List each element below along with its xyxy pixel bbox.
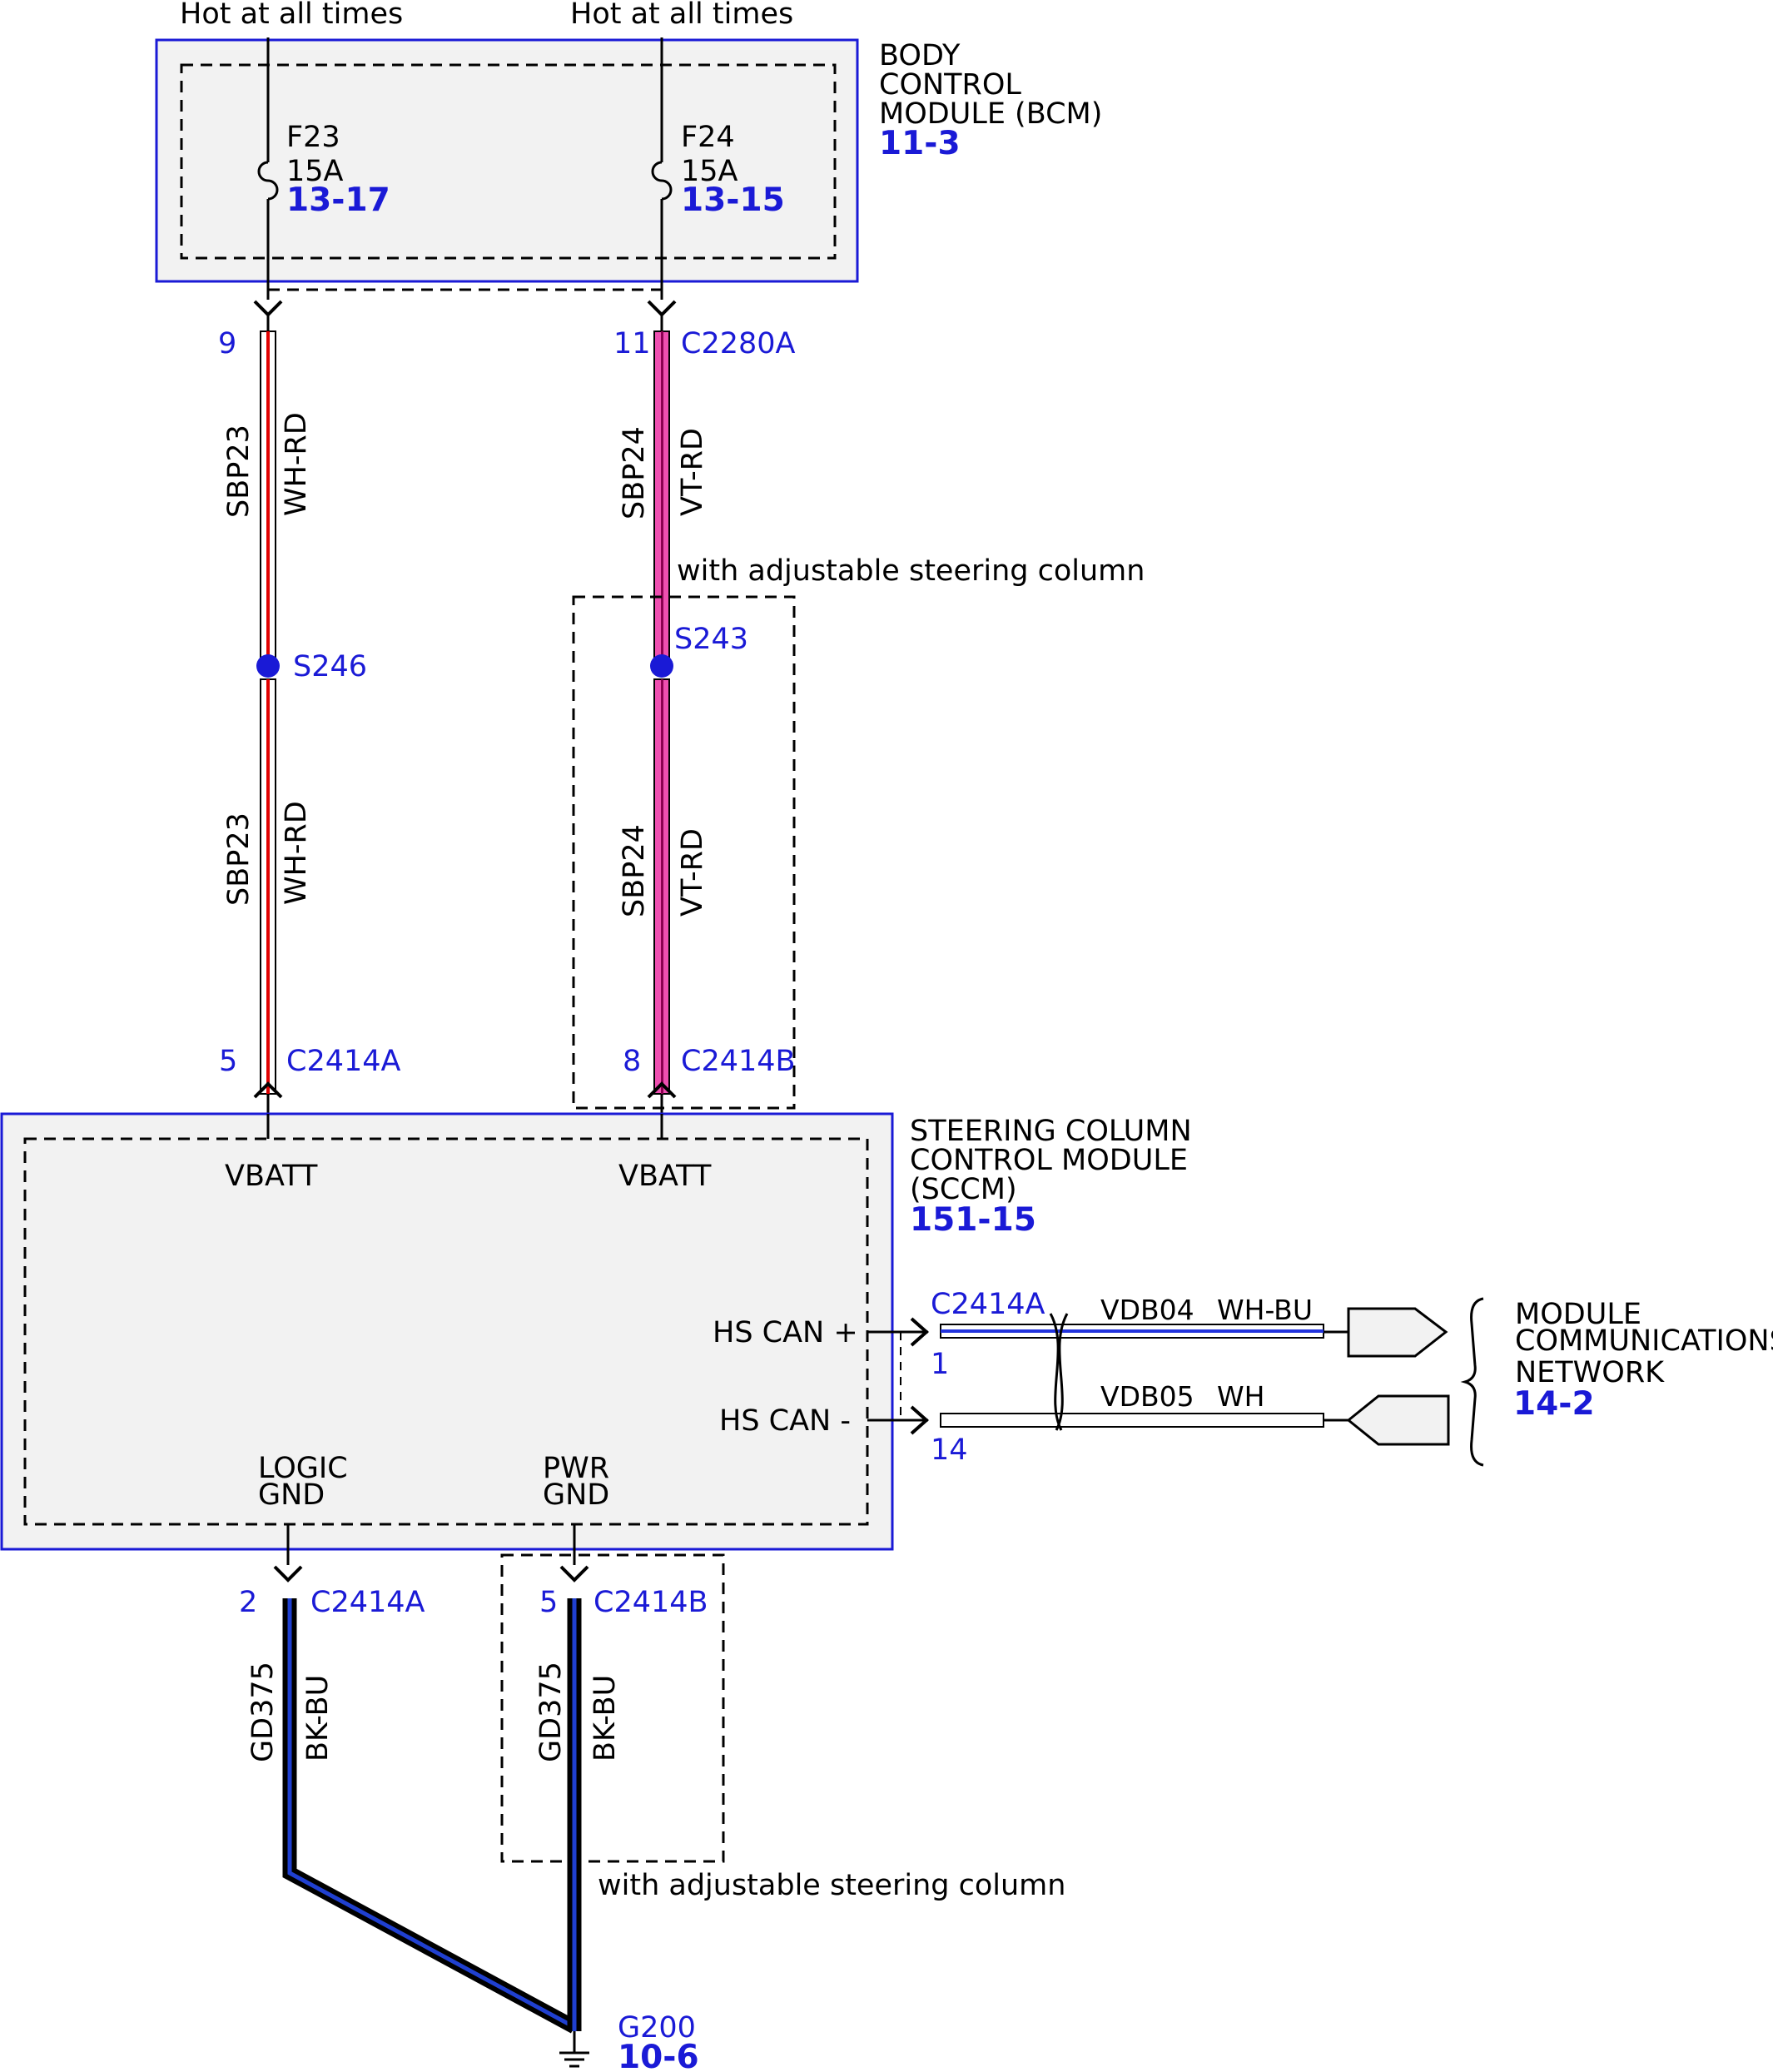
sccm-pwr-gnd-line2: GND [543, 1478, 609, 1512]
c2280a-name: C2280A [681, 327, 796, 360]
network-name-line2: COMMUNICATIONS [1515, 1324, 1773, 1358]
sccm-logic-gnd-line2: GND [258, 1478, 325, 1512]
can-plus-chevron [910, 1317, 930, 1347]
vdb04-color: WH-BU [1217, 1294, 1313, 1326]
fuse-f23-ref[interactable]: 13-17 [286, 181, 390, 219]
bcm-name-line2: CONTROL [879, 68, 1021, 102]
ground-name: G200 [618, 2011, 696, 2045]
vdb05-color: WH [1217, 1380, 1264, 1413]
c2414a-pin5-chevron [253, 1081, 283, 1099]
adjustable-note-lower: with adjustable steering column [598, 1869, 1065, 1902]
splice-s243-dot [650, 654, 673, 678]
c2414b-pin8-chevron [647, 1081, 677, 1099]
sbp24-upper-color: VT-RD [676, 428, 709, 516]
sccm-hs-can-plus: HS CAN + [713, 1316, 858, 1349]
sbp24-upper-id: SBP24 [618, 426, 651, 519]
sccm-pwr-gnd-line1: PWR [543, 1452, 609, 1485]
gd375-left-color: BK-BU [301, 1675, 335, 1761]
supply-left-label: Hot at all times [180, 0, 403, 31]
sccm-vbatt-left: VBATT [225, 1160, 318, 1193]
sccm-logic-gnd-line1: LOGIC [258, 1452, 348, 1485]
gd375-right-id: GD375 [534, 1662, 568, 1762]
fuse-f23-symbol [257, 161, 279, 201]
sccm-box [0, 1112, 894, 1551]
c2414b-pin5-chevron [559, 1565, 589, 1583]
bcm-name-line3: MODULE (BCM) [879, 97, 1102, 131]
splice-s243-label: S243 [674, 623, 748, 656]
fuse-f24-symbol [651, 161, 673, 201]
network-ref[interactable]: 14-2 [1513, 1385, 1595, 1423]
c2414b-top-name: C2414B [681, 1045, 796, 1078]
network-brace [1460, 1297, 1484, 1467]
bcm-box [155, 38, 859, 283]
c2414a-pin2-chevron [273, 1565, 303, 1583]
c2414b-bottom-name: C2414B [593, 1586, 708, 1619]
sccm-name-line1: STEERING COLUMN [910, 1115, 1192, 1148]
adjustable-column-region-upper [572, 595, 796, 1110]
twisted-pair-symbol [1049, 1313, 1069, 1431]
network-in-connector [1346, 1394, 1450, 1446]
c2280a-pin9: 9 [218, 327, 236, 360]
splice-s246-dot [256, 654, 280, 678]
can-minus-chevron [910, 1405, 930, 1435]
can-pin-minus: 14 [931, 1434, 968, 1467]
sccm-vbatt-right: VBATT [618, 1160, 712, 1193]
c2414a-pin2: 2 [239, 1586, 257, 1619]
sbp23-lower-id: SBP23 [222, 812, 256, 906]
sccm-ref[interactable]: 151-15 [910, 1201, 1036, 1239]
fuse-f23-rating: 15A [286, 155, 344, 188]
gd375-left-id: GD375 [246, 1662, 280, 1762]
bcm-inner-box [180, 63, 837, 260]
splice-s246-label: S246 [293, 650, 367, 683]
sccm-name-line3: (SCCM) [910, 1173, 1017, 1206]
network-name-line3: NETWORK [1515, 1356, 1665, 1389]
bcm-name-line1: BODY [879, 39, 961, 72]
supply-right-label: Hot at all times [570, 0, 793, 31]
sbp23-lower-color: WH-RD [280, 801, 313, 905]
wire-vdb05 [940, 1413, 1324, 1428]
fuse-f24-rating: 15A [681, 155, 738, 188]
c2280a-pin11: 11 [613, 327, 651, 360]
c2414a-pin5: 5 [219, 1045, 237, 1078]
fuse-f23-id: F23 [286, 121, 340, 154]
bcm-ref[interactable]: 11-3 [879, 125, 961, 162]
sbp24-lower-id: SBP24 [618, 824, 651, 917]
c2414a-bottom-name: C2414A [310, 1586, 425, 1619]
vdb05-id: VDB05 [1100, 1380, 1194, 1413]
can-pin-plus: 1 [931, 1348, 949, 1381]
sccm-hs-can-minus: HS CAN - [719, 1404, 851, 1438]
network-out-connector [1347, 1307, 1448, 1358]
c2414b-pin8: 8 [623, 1045, 641, 1078]
ground-symbol [559, 2031, 589, 2068]
sccm-name-line2: CONTROL MODULE [910, 1144, 1188, 1177]
network-name-line1: MODULE [1515, 1298, 1641, 1331]
sbp24-lower-color: VT-RD [676, 828, 709, 917]
sbp23-upper-color: WH-RD [280, 412, 313, 516]
c2414a-top-name: C2414A [286, 1045, 401, 1078]
ground-ref[interactable]: 10-6 [618, 2039, 699, 2072]
can-connector-name: C2414A [931, 1288, 1045, 1321]
gd375-right-color: BK-BU [589, 1675, 622, 1761]
fuse-f24-ref[interactable]: 13-15 [681, 181, 785, 219]
adjustable-column-region-lower [500, 1553, 725, 1863]
c2414b-pin5: 5 [539, 1586, 558, 1619]
adjustable-note-upper: with adjustable steering column [677, 554, 1145, 588]
fuse-f24-id: F24 [681, 121, 735, 154]
sbp23-upper-id: SBP23 [222, 425, 256, 518]
vdb04-id: VDB04 [1100, 1294, 1194, 1326]
